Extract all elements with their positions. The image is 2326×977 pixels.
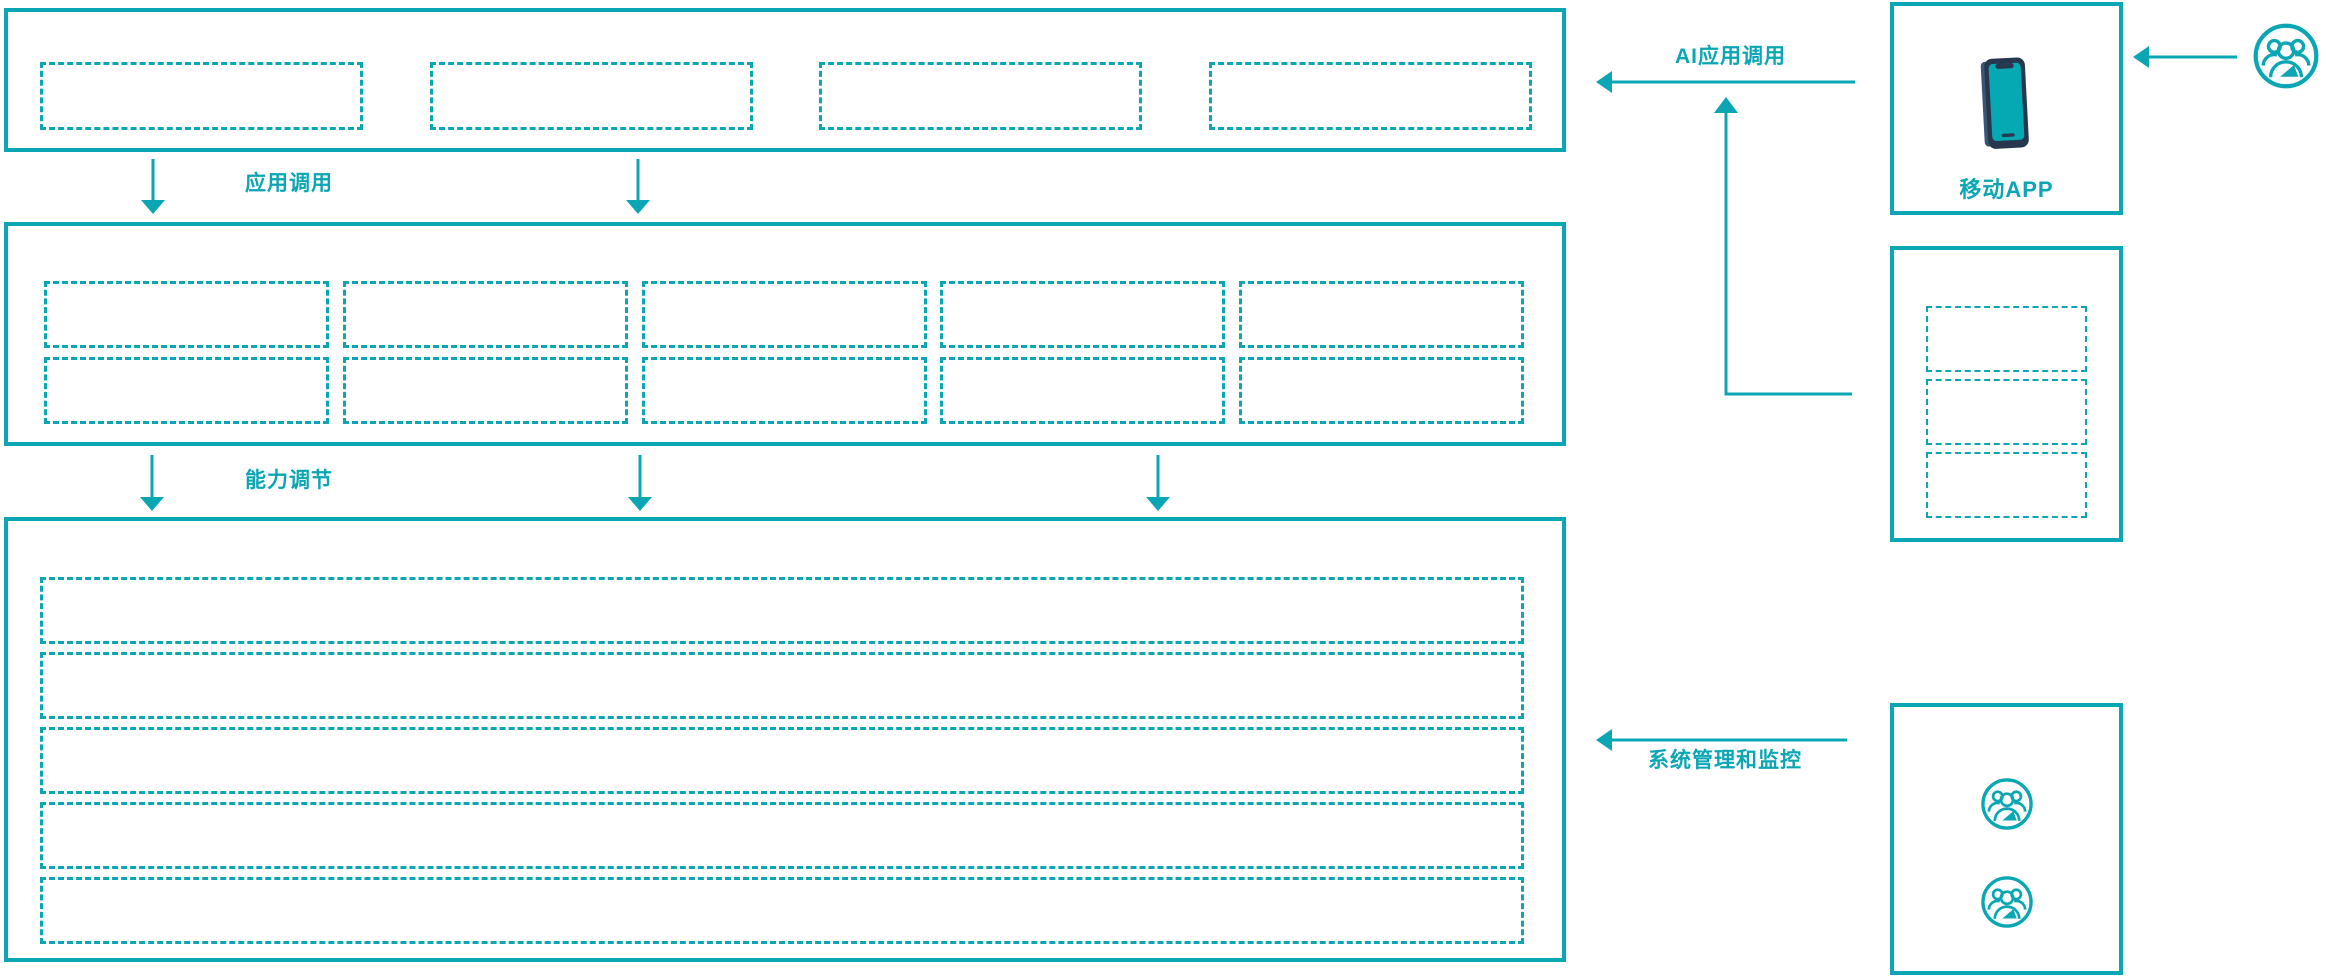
mobile-app-label: 移动APP: [1959, 177, 2054, 202]
ops-monitoring-box: [1890, 703, 2123, 975]
gateway-box: [1890, 246, 2123, 542]
placeholder-box: [1926, 452, 2087, 518]
left-arrow-user: [2133, 46, 2237, 68]
placeholder-box: [40, 577, 1524, 644]
elbow-up-arrow: [1714, 97, 1852, 396]
users-group-icon: [1980, 778, 2033, 830]
placeholder-box: [40, 877, 1524, 944]
placeholder-box: [1926, 306, 2087, 372]
users-group-icon: [1980, 876, 2033, 928]
left-arrow-ai-call: [1596, 71, 1855, 93]
placeholder-box: [342, 357, 628, 424]
mobile-app-box: 移动APP: [1890, 2, 2123, 215]
left-arrow-system-mgmt: [1596, 729, 1847, 751]
placeholder-box: [819, 62, 1143, 130]
placeholder-box: [1926, 379, 2087, 445]
placeholder-box: [641, 281, 927, 348]
label-app-call: 应用调用: [245, 172, 333, 195]
mobile-phone-icon: [1980, 57, 2029, 149]
label-capability-adjust: 能力调节: [245, 469, 333, 492]
placeholder-box: [40, 62, 363, 130]
users-group-icon: [2253, 23, 2319, 89]
app-layer-container: [4, 8, 1566, 152]
label-system-management: 系统管理和监控: [1648, 749, 1802, 772]
placeholder-box: [1239, 281, 1524, 348]
placeholder-box: [1239, 357, 1524, 424]
end-user-icon-wrap: [2252, 22, 2320, 90]
placeholder-box: [641, 357, 927, 424]
placeholder-box: [940, 357, 1226, 424]
capability-layer-container: [4, 222, 1566, 446]
placeholder-box: [40, 727, 1524, 794]
placeholder-box: [44, 357, 329, 424]
placeholder-box: [40, 802, 1524, 869]
placeholder-box: [429, 62, 753, 130]
placeholder-box: [1208, 62, 1532, 130]
label-ai-app-call: AI应用调用: [1675, 45, 1786, 68]
placeholder-box: [342, 281, 628, 348]
platform-layer-container: [4, 517, 1566, 962]
down-arrow: [141, 159, 650, 214]
placeholder-box: [44, 281, 329, 348]
placeholder-box: [40, 652, 1524, 719]
placeholder-box: [940, 281, 1226, 348]
